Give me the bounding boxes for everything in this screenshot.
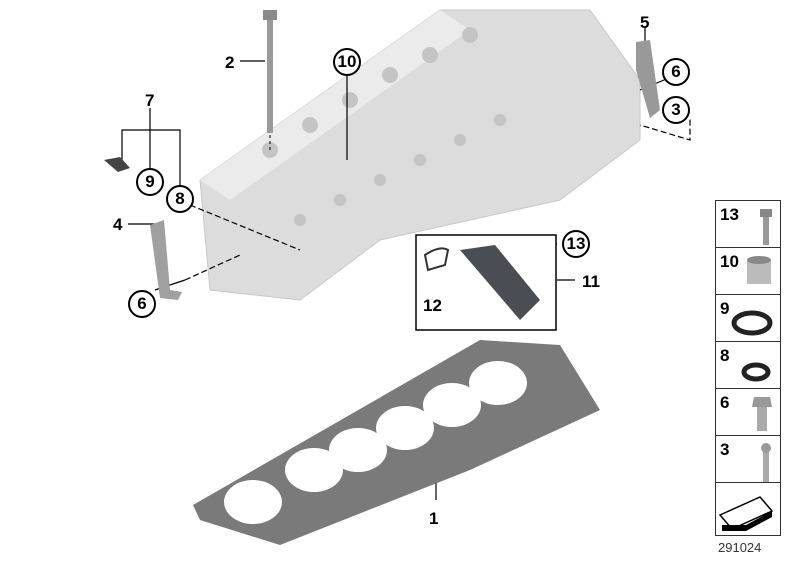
label-4: 4 (113, 215, 123, 234)
label-3[interactable]: 3 (662, 96, 690, 124)
legend-item-13[interactable]: 13 (716, 201, 780, 248)
legend-item-8[interactable]: 8 (716, 342, 780, 389)
arrow-icon (718, 496, 774, 531)
label-9[interactable]: 9 (136, 168, 164, 196)
legend-item-arrow[interactable] (716, 483, 780, 535)
label-1: 1 (429, 509, 439, 528)
label-5: 5 (640, 13, 650, 32)
hex-bolt-icon (752, 397, 772, 431)
label-10[interactable]: 10 (333, 48, 361, 76)
label-6-top[interactable]: 6 (662, 58, 690, 86)
label-13[interactable]: 13 (562, 230, 590, 258)
label-8[interactable]: 8 (166, 185, 194, 213)
head-bolt (263, 10, 277, 150)
bracket-4 (150, 220, 182, 300)
legend-item-10[interactable]: 10 (716, 248, 780, 295)
legend-item-9[interactable]: 9 (716, 295, 780, 342)
o-ring-small-icon (741, 362, 771, 382)
stud-bolt-icon (761, 443, 771, 482)
label-6-bottom[interactable]: 6 (128, 290, 156, 318)
parts-legend: 13 10 9 8 6 3 (715, 200, 781, 536)
label-2: 2 (225, 53, 235, 72)
bolt-icon (760, 209, 772, 245)
legend-item-3[interactable]: 3 (716, 436, 780, 483)
label-11: 11 (582, 272, 600, 291)
label-12: 12 (423, 296, 442, 315)
cylinder-head (199, 9, 641, 301)
seal-12 (423, 247, 450, 272)
sleeve-icon (747, 256, 771, 284)
coolant-pipe (460, 245, 540, 320)
drawing-number: 291024 (718, 540, 762, 555)
bracket-5 (636, 40, 660, 118)
label-7: 7 (145, 91, 155, 110)
legend-item-6[interactable]: 6 (716, 389, 780, 436)
sensor-part (104, 157, 130, 172)
head-gasket (193, 340, 600, 545)
o-ring-large-icon (731, 310, 773, 336)
